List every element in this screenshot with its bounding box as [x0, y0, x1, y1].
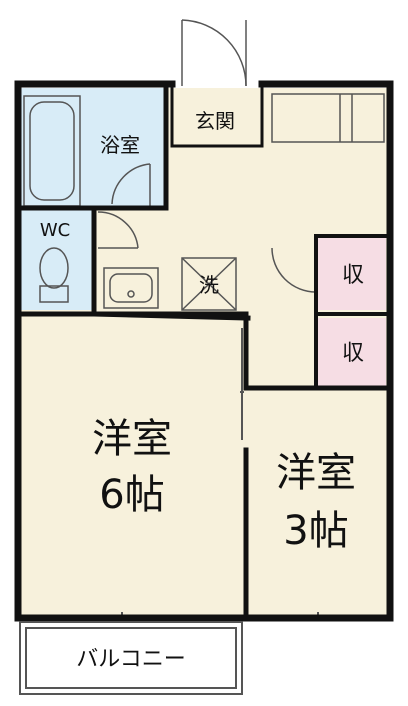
laundry-label: 洗 — [199, 273, 219, 297]
western-room-left-size: 6帖 — [99, 472, 164, 518]
balcony-area — [20, 622, 242, 694]
western-room-right-name: 洋室 — [276, 450, 356, 496]
laundry-pan — [181, 257, 237, 311]
toilet-fixture — [39, 247, 69, 303]
storage-upper-area — [318, 238, 386, 310]
entrance-label: 玄関 — [195, 109, 235, 133]
bathroom-area — [18, 88, 166, 210]
storage-upper-label: 収 — [342, 263, 364, 288]
western-room-left-name: 洋室 — [92, 416, 172, 462]
toilet-area — [18, 210, 94, 310]
walls — [14, 80, 394, 622]
balcony-label: バルコニー — [76, 647, 186, 672]
balcony-railing — [19, 621, 243, 695]
toilet-label: WC — [40, 220, 70, 241]
western-room-right-size: 3帖 — [283, 508, 348, 554]
entrance-door — [181, 19, 247, 87]
storage-lower-label: 収 — [342, 341, 364, 366]
storage-lower-area — [318, 318, 386, 386]
toilet-door — [97, 211, 139, 249]
kitchen-counter — [271, 93, 385, 143]
washbasin — [103, 267, 159, 309]
bath-label: 浴室 — [100, 133, 140, 157]
bath-door — [111, 163, 151, 206]
